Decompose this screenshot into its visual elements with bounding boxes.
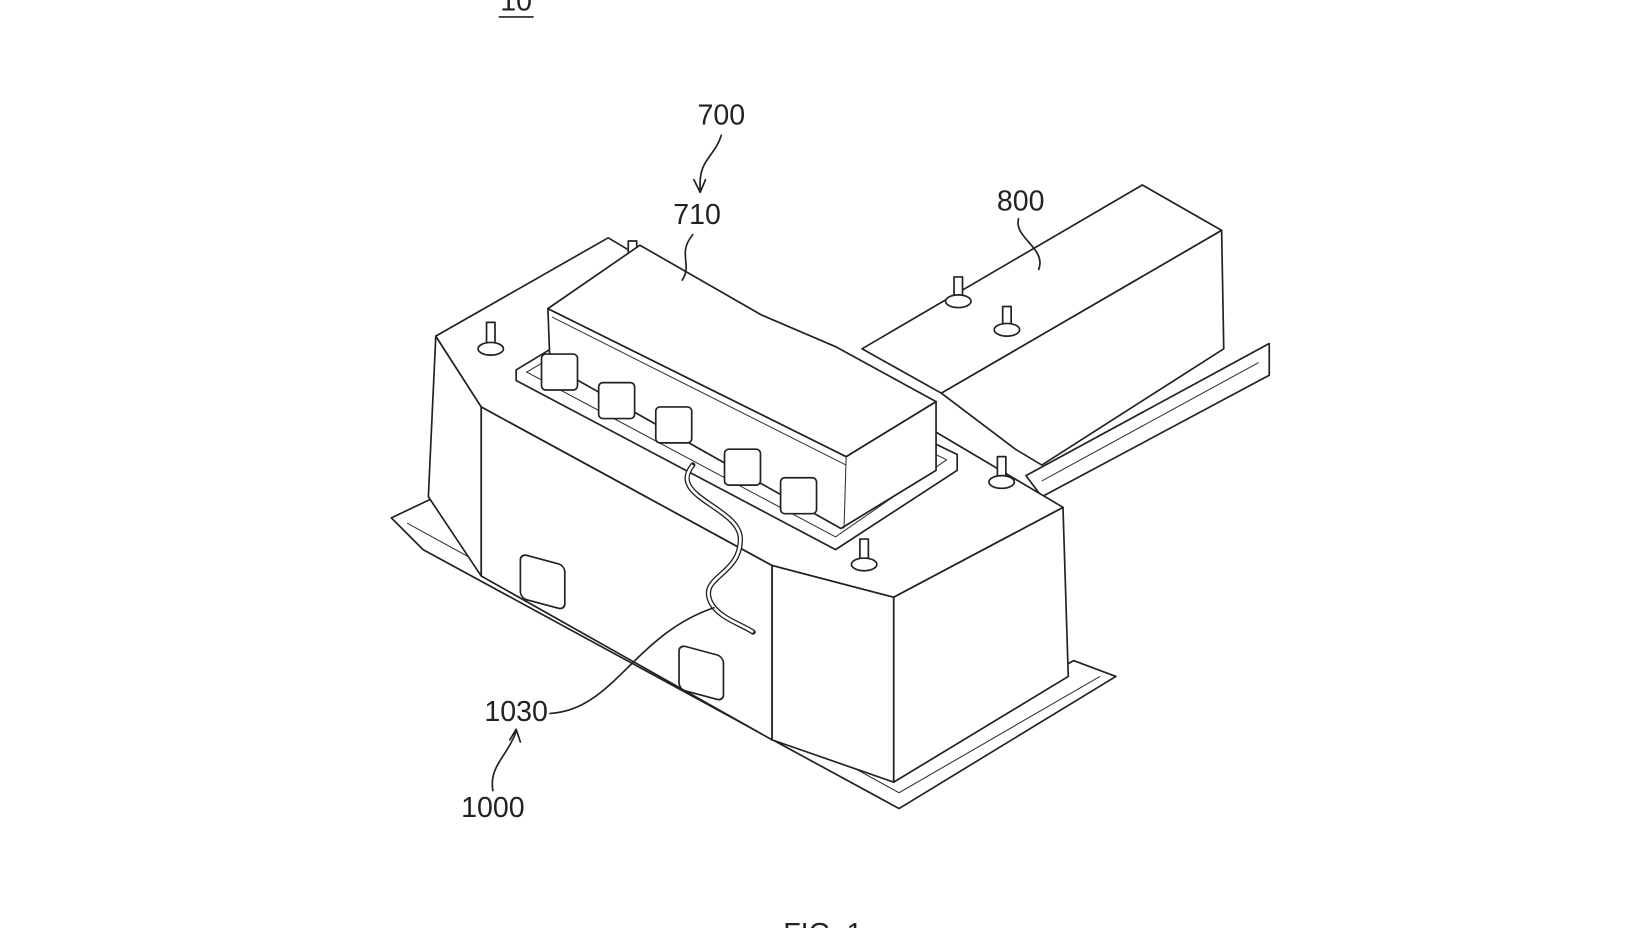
label-700: 700 xyxy=(698,100,746,132)
connector-port-icon xyxy=(519,554,725,701)
figure-caption: FIG. 1 xyxy=(783,918,862,928)
leader-710 xyxy=(681,233,694,281)
figure-number-label: 10 xyxy=(500,0,532,18)
connector-icon xyxy=(540,353,818,515)
label-710: 710 xyxy=(673,199,721,231)
label-800: 800 xyxy=(997,185,1045,217)
leader-1030 xyxy=(549,606,715,715)
label-1000: 1000 xyxy=(461,792,525,824)
arrow-700 xyxy=(693,134,723,194)
module-assembly xyxy=(515,244,959,551)
bolt-icon xyxy=(944,276,1021,337)
leader-800 xyxy=(1017,217,1041,271)
extension-housing xyxy=(861,184,1271,498)
arrow-1000 xyxy=(491,728,522,792)
label-1030: 1030 xyxy=(484,696,548,728)
